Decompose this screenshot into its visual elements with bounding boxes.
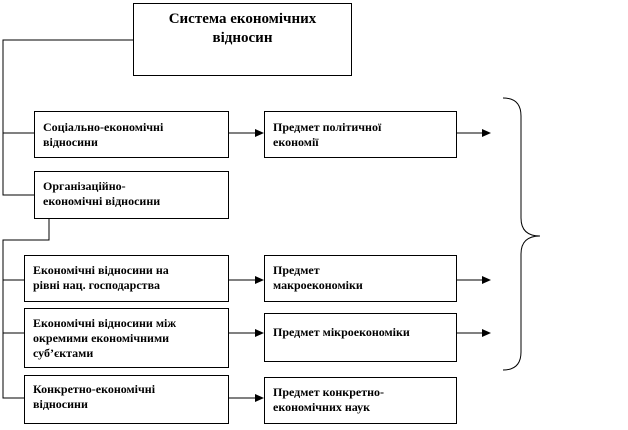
concrete-sciences-line1: Предмет конкретно- — [273, 385, 385, 399]
box-subject-political-economy: Предмет політичної економії — [264, 111, 457, 158]
box-organizational-economic-relations: Організаційно- економічні відносини — [34, 171, 229, 219]
microeconomics-line1: Предмет мікроекономіки — [273, 325, 410, 339]
arrowhead-macro-right — [482, 276, 491, 284]
box-social-economic-relations: Соціально-економічні відносини — [34, 111, 229, 158]
macroeconomics-line2: макроекономіки — [273, 278, 363, 292]
concrete-sciences-line2: економічних наук — [273, 400, 371, 414]
national-level-line2: рівні нац. господарства — [33, 278, 161, 292]
org-trunk-line — [2, 219, 50, 399]
arrowhead-political — [255, 129, 264, 137]
macroeconomics-line1: Предмет — [273, 263, 320, 277]
root-title-line2: відносин — [212, 30, 273, 46]
root-box-economic-relations-system: Система економічних відносин — [133, 3, 352, 76]
concrete-relations-line1: Конкретно-економічні — [33, 382, 156, 396]
social-economic-line2: відносини — [43, 135, 98, 149]
box-relations-between-subjects: Економічні відносини між окремими економ… — [24, 308, 229, 368]
between-subjects-line1: Економічні відносини між — [33, 316, 177, 330]
arrowhead-macro — [255, 276, 264, 284]
political-economy-line2: економії — [273, 135, 319, 149]
arrowhead-micro-right — [482, 329, 491, 337]
political-economy-line1: Предмет політичної — [273, 120, 382, 134]
social-economic-line1: Соціально-економічні — [43, 120, 164, 134]
arrowhead-micro — [255, 329, 264, 337]
root-trunk-line — [2, 39, 133, 196]
box-subject-macroeconomics: Предмет макроекономіки — [264, 255, 457, 302]
root-title-line1: Система економічних — [168, 11, 317, 27]
box-concrete-economic-relations: Конкретно-економічні відносини — [24, 375, 229, 424]
arrowhead-political-right — [482, 129, 491, 137]
right-curly-brace — [502, 97, 541, 371]
organizational-line1: Організаційно- — [43, 179, 126, 193]
between-subjects-line3: суб’єктами — [33, 346, 94, 360]
organizational-line2: економічні відносини — [43, 194, 161, 208]
between-subjects-line2: окремими економічними — [33, 331, 170, 345]
national-level-line1: Економічні відносини на — [33, 263, 169, 277]
box-subject-concrete-economic-sciences: Предмет конкретно- економічних наук — [264, 377, 457, 424]
box-national-level-relations: Економічні відносини на рівні нац. госпо… — [24, 255, 229, 302]
arrowhead-concrete-subject — [255, 394, 264, 402]
box-subject-microeconomics: Предмет мікроекономіки — [264, 313, 457, 362]
concrete-relations-line2: відносини — [33, 397, 88, 411]
